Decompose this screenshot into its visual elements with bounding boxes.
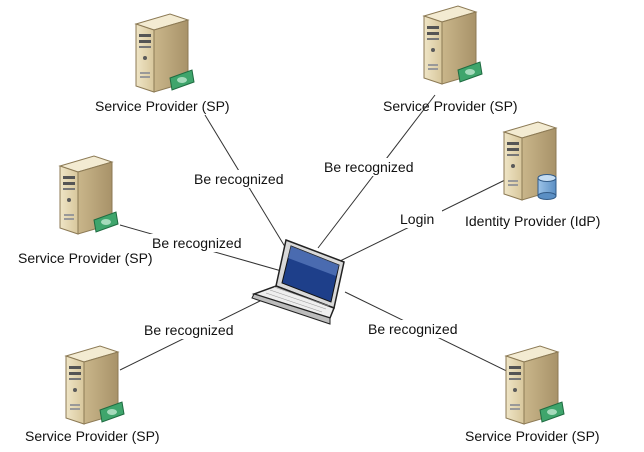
edge-label-top-left: Be recognized [194,171,284,187]
server-with-database-icon [503,121,557,201]
identity-provider-label: Identity Provider (IdP) [465,213,600,229]
server-with-card-icon [59,155,119,235]
edge-label-idp: Login [400,211,434,227]
service-provider-top-left: Service Provider (SP) [95,13,230,114]
edge-label-mid-left: Be recognized [152,235,242,251]
server-with-card-icon [65,345,125,425]
edge-label-top-right: Be recognized [324,159,414,175]
edge-label-bottom-left: Be recognized [144,322,234,338]
service-provider-top-right: Service Provider (SP) [383,5,518,114]
service-provider-mid-left: Service Provider (SP) [18,155,153,266]
edge-labels: Be recognized Be recognized Be recognize… [142,158,468,339]
server-with-card-icon [135,13,195,93]
service-provider-label: Service Provider (SP) [95,98,230,114]
service-provider-bottom-left: Service Provider (SP) [25,345,160,444]
identity-provider: Identity Provider (IdP) [465,121,600,229]
service-provider-label: Service Provider (SP) [465,428,600,444]
service-provider-bottom-right: Service Provider (SP) [465,345,600,444]
edge-label-bottom-right: Be recognized [368,321,458,337]
service-provider-label: Service Provider (SP) [18,250,153,266]
service-provider-label: Service Provider (SP) [25,428,160,444]
server-with-card-icon [505,345,565,425]
service-provider-label: Service Provider (SP) [383,98,518,114]
server-with-card-icon [423,5,483,85]
laptop-icon [251,238,345,325]
